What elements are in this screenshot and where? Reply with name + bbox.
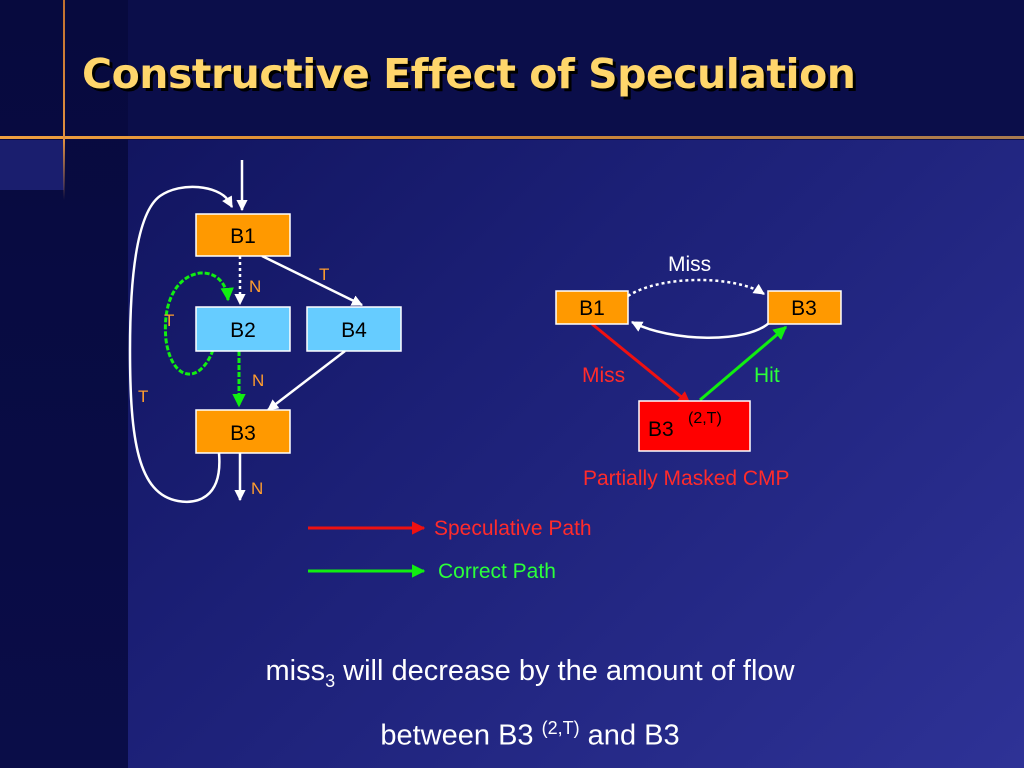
spec-label-red-miss: Miss [582,364,625,387]
spec-label-hit: Hit [754,364,780,387]
caption-line-1: miss3 will decrease by the amount of flo… [150,648,910,705]
cfg-node-b1-label: B1 [230,225,256,248]
caption-line-2-end: and B3 [579,719,680,752]
spec-edge-miss-arc [627,278,765,298]
cfg-node-b1: B1 [195,213,291,257]
caption-line-2-sup: (2,T) [541,717,580,738]
spec-edge-speculative [591,322,692,406]
spec-label-top-miss: Miss [668,253,711,276]
spec-label-masked-cmp: Partially Masked CMP [583,467,790,490]
cfg-label-b2-b3: N [252,371,264,390]
legend-speculative-label: Speculative Path [434,517,592,540]
slide-title: Constructive Effect of Speculation [82,50,856,98]
spec-node-b1: B1 [555,290,629,325]
spec-node-b1-label: B1 [579,297,605,320]
cfg-edge-b2-loop [163,271,234,376]
cfg-label-b3-exit: N [251,479,263,498]
header-band [0,0,1024,140]
cfg-label-b3-loop: T [138,387,148,406]
corner-block [0,140,64,190]
cfg-label-b1-b2: N [249,277,261,296]
cfg-node-b2: B2 [195,306,291,352]
legend: Speculative Path Correct Path [308,517,592,583]
spec-node-b3: B3 [767,290,842,325]
cfg-node-b3-label: B3 [230,422,256,445]
caption-miss-sub: 3 [325,670,336,691]
cfg-edge-b3-loop [128,185,234,503]
spec-edge-correct [699,325,788,402]
spec-node-b3-label: B3 [791,297,817,320]
spec-edge-return [631,320,771,339]
caption-line-1-rest: will decrease by the amount of flow [335,655,795,687]
cfg-node-b4-label: B4 [341,319,367,342]
spec-node-b3-masked: B3 (2,T) [638,400,751,452]
cfg-edge-b1-b4 [261,254,364,307]
vertical-rule [63,0,65,200]
legend-correct-label: Correct Path [438,560,556,583]
caption: miss3 will decrease by the amount of flo… [150,648,910,759]
caption-miss: miss [265,655,326,687]
spec-graph: B1 B3 B3 (2,T) Miss Miss Hit Partially M… [555,253,842,490]
cfg-edge-b4-b3 [267,350,346,411]
spec-node-b3-masked-label: B3 [648,418,674,441]
cfg-node-b4: B4 [306,306,402,352]
cfg-label-b1-b4: T [319,265,329,284]
cfg-node-b2-label: B2 [230,319,256,342]
spec-node-b3-masked-sup: (2,T) [688,410,722,427]
caption-line-2: between B3 (2,T) and B3 [150,705,910,760]
cfg-graph: B1 B2 B4 B3 N T T N T N [128,160,402,503]
cfg-label-b2-loop: T [164,311,174,330]
title-rule [0,136,1024,139]
cfg-node-b3: B3 [195,409,291,454]
caption-line-2-start: between B3 [380,719,542,752]
